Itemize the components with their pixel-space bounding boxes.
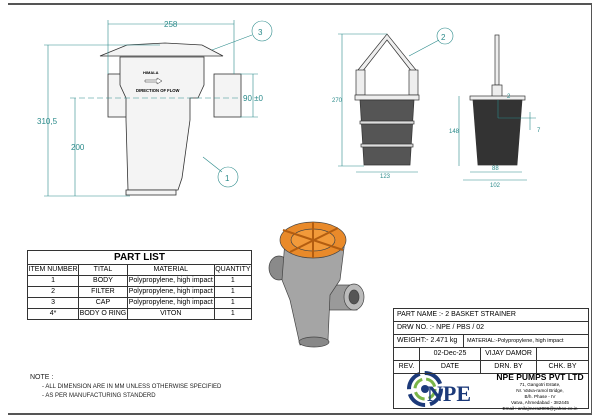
drawn-by-value: VIJAY DAMOR bbox=[481, 348, 537, 360]
rev-value bbox=[394, 348, 420, 360]
address-line: Vatva, Ahmedabad - 382445 bbox=[511, 400, 569, 405]
cell: Polypropylene, high impact bbox=[126, 297, 215, 309]
dim-inlet-height: 200 bbox=[71, 143, 85, 152]
cell: Polypropylene, high impact bbox=[126, 286, 215, 298]
dim-basket-outer: 102 bbox=[490, 183, 501, 189]
notes-title: NOTE : bbox=[30, 374, 54, 381]
dim-basket-width: 123 bbox=[380, 174, 391, 180]
title-block: PART NAME :- 2 BASKET STRAINER DRW NO. :… bbox=[393, 308, 589, 411]
direction-label: DIRECTION OF FLOW bbox=[136, 88, 180, 93]
header-material: MATERIAL bbox=[126, 264, 215, 276]
cap-lid bbox=[99, 42, 224, 57]
cell: VITON bbox=[126, 308, 215, 320]
balloon-cap: 3 bbox=[258, 28, 263, 37]
header-item-number: ITEM NUMBER bbox=[26, 264, 80, 276]
material: MATERIAL:-Polypropylene, high impact bbox=[467, 338, 564, 344]
date-label: DATE bbox=[420, 361, 481, 373]
basket-side-view bbox=[469, 34, 526, 166]
cell: 1 bbox=[213, 297, 253, 309]
flow-arrow-icon bbox=[144, 77, 163, 85]
npe-logo: NPE bbox=[407, 371, 471, 407]
dim-basket-inner: 88 bbox=[492, 166, 499, 172]
cell: 2 bbox=[26, 286, 80, 298]
company-email: Email : anilajmera2006@yahoo.co.in bbox=[502, 406, 578, 411]
dim-width: 258 bbox=[164, 20, 178, 29]
weight: WEIGHT:- 2.471 kg bbox=[394, 335, 464, 347]
strainer-3d-render bbox=[268, 221, 365, 348]
notes: NOTE : - ALL DIMENSION ARE IN MM UNLESS … bbox=[30, 374, 221, 402]
cell: 3 bbox=[26, 297, 80, 309]
cell: BODY bbox=[78, 275, 128, 287]
cell: 1 bbox=[26, 275, 80, 287]
header-title: TITAL bbox=[78, 264, 128, 276]
basket-front-view bbox=[354, 33, 420, 166]
address-line: 71, Gangotri Estate, bbox=[519, 382, 561, 387]
strainer-body bbox=[119, 56, 205, 191]
body-base bbox=[125, 189, 177, 196]
front-dimension-lines bbox=[44, 20, 273, 197]
note-item: - ALL DIMENSION ARE IN MM UNLESS OTHERWI… bbox=[42, 384, 222, 390]
dim-small-b: 7 bbox=[537, 128, 541, 134]
part-list-title: PART LIST bbox=[27, 250, 252, 265]
dim-basket-side-height: 148 bbox=[449, 129, 460, 135]
balloon-filter: 2 bbox=[441, 33, 446, 42]
cell: 1 bbox=[213, 286, 253, 298]
date-value: 02-Dec-25 bbox=[420, 348, 481, 360]
part-name: PART NAME :- 2 BASKET STRAINER bbox=[397, 311, 516, 318]
cell: 1 bbox=[213, 275, 253, 287]
note-item: - AS PER MANUFACTURING STANDERD bbox=[42, 393, 156, 399]
front-view bbox=[99, 42, 242, 196]
outlet-port bbox=[213, 73, 242, 118]
cell: Polypropylene, high impact bbox=[126, 275, 215, 287]
dim-port: 90 ±0 bbox=[243, 94, 264, 103]
drawn-by-label: DRN. BY bbox=[481, 361, 537, 373]
cell: 1 bbox=[213, 308, 253, 320]
dim-height: 310,5 bbox=[37, 117, 58, 126]
header-quantity: QUANTITY bbox=[213, 264, 253, 276]
drawing-frame bbox=[8, 3, 592, 415]
cell: CAP bbox=[78, 297, 128, 309]
checked-by-label: CHK. BY bbox=[548, 363, 577, 370]
checked-by-value bbox=[537, 348, 588, 360]
cell: BODY O RING bbox=[78, 308, 128, 320]
address-line: Nr. Vatva-ramol Bridge, bbox=[516, 388, 564, 393]
logo-text: NPE bbox=[427, 381, 471, 406]
balloon-body: 1 bbox=[225, 174, 230, 183]
address-line: B/h. Phase - IV bbox=[524, 394, 556, 399]
part-list-table: PART LIST ITEM NUMBER TITAL MATERIAL QUA… bbox=[26, 250, 253, 320]
cell: FILTER bbox=[78, 286, 128, 298]
drawing-number: DRW NO. :- NPE / PBS / 02 bbox=[397, 324, 485, 331]
dim-basket-height: 270 bbox=[332, 98, 343, 104]
brand-mark: HIMALA bbox=[143, 70, 159, 75]
part-list-header: ITEM NUMBER TITAL MATERIAL QUANTITY bbox=[26, 264, 253, 276]
dim-small-a: 2 bbox=[507, 94, 511, 100]
company-name: NPE PUMPS PVT LTD bbox=[496, 372, 584, 382]
cell: 4* bbox=[26, 308, 80, 320]
rev-label: REV. bbox=[394, 361, 420, 373]
basket-dimension-lines bbox=[338, 27, 536, 181]
company-block: NPE PUMPS PVT LTD 71, Gangotri Estate, N… bbox=[394, 370, 588, 411]
